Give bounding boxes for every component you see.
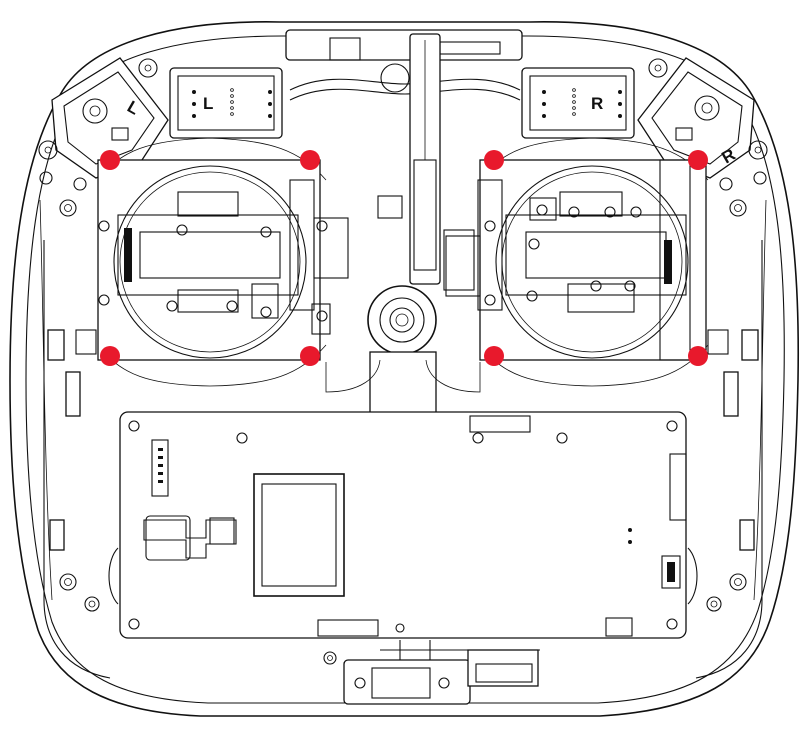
marker-right-bottom-left [484, 346, 504, 366]
marker-left-bottom-right [300, 346, 320, 366]
right-module-label: R [591, 94, 603, 113]
center-lever [355, 33, 475, 448]
left-corner-rotary: L [38, 57, 169, 191]
marker-left-top-right [300, 150, 320, 170]
left-switch-module: L [169, 67, 283, 139]
left-module-label: L [203, 94, 213, 113]
marker-right-top-right [688, 150, 708, 170]
right-gimbal [425, 137, 729, 393]
right-corner-rotary: R [637, 57, 768, 191]
outer-shell [9, 21, 800, 717]
marker-right-top-left [484, 150, 504, 170]
pcb-pins-left [158, 448, 163, 483]
marker-left-top-left [100, 150, 120, 170]
bottom-connector [323, 640, 540, 705]
main-pcb [108, 411, 698, 639]
marker-left-bottom-left [100, 346, 120, 366]
top-bracket [285, 29, 523, 101]
marker-right-bottom-right [688, 346, 708, 366]
mounting-markers [100, 150, 708, 366]
left-gimbal [75, 137, 381, 393]
right-switch-module: R [521, 67, 635, 139]
